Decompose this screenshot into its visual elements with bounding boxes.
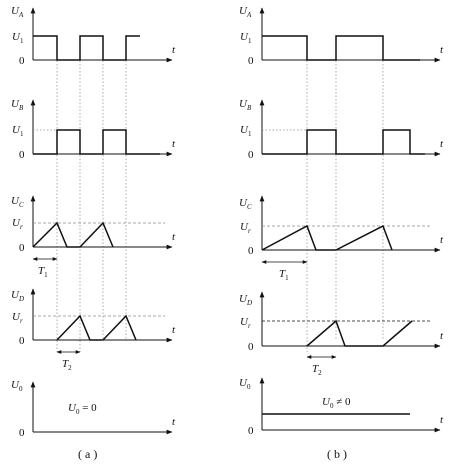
zero-label: 0 xyxy=(19,149,25,161)
zero-label: 0 xyxy=(19,427,25,439)
y-label: UA xyxy=(239,5,252,19)
zero-label: 0 xyxy=(19,242,25,254)
panel-b-UD: UD Ur 0 t T2 xyxy=(239,291,444,377)
panel-b-U0: U0 0 t U0 ≠ 0 xyxy=(239,377,444,437)
caption-b: ( b ) xyxy=(327,447,347,461)
period-label: T2 xyxy=(312,363,322,377)
y-label: U0 xyxy=(11,379,23,393)
level-label: U1 xyxy=(12,31,24,45)
caption-a: ( a ) xyxy=(78,447,97,461)
y-label: UB xyxy=(11,98,24,112)
level-label: U1 xyxy=(240,31,252,45)
output-note: U0 ≠ 0 xyxy=(322,396,351,410)
y-label: UC xyxy=(11,195,24,209)
sawtooth-waveform xyxy=(56,314,137,341)
zero-label: 0 xyxy=(248,425,254,437)
level-label: Ur xyxy=(240,221,251,235)
t-label: t xyxy=(172,416,176,428)
guides-a xyxy=(56,36,127,352)
pulse-waveform xyxy=(33,129,160,155)
t-label: t xyxy=(440,44,444,56)
output-note: U0 = 0 xyxy=(68,402,97,416)
t-label: t xyxy=(172,324,176,336)
level-label: Ur xyxy=(12,311,23,325)
zero-label: 0 xyxy=(19,335,25,347)
level-label: U1 xyxy=(240,124,252,138)
zero-label: 0 xyxy=(248,55,254,67)
y-label: UB xyxy=(239,98,252,112)
t-label: t xyxy=(172,44,176,56)
t-label: t xyxy=(440,330,444,342)
sawtooth-waveform xyxy=(32,221,114,248)
y-label: UC xyxy=(239,197,252,211)
pulse-waveform xyxy=(262,129,425,155)
sawtooth-waveform xyxy=(306,319,413,347)
y-label: U0 xyxy=(239,377,251,391)
t-label: t xyxy=(440,234,444,246)
pulse-waveform xyxy=(262,35,420,61)
pulse-waveform xyxy=(33,35,140,61)
level-label: Ur xyxy=(240,316,251,330)
y-label: UA xyxy=(11,5,24,19)
column-b: UA U1 0 t UB U1 0 t UC Ur 0 t T1 xyxy=(239,5,444,461)
zero-label: 0 xyxy=(248,245,254,257)
period-label: T1 xyxy=(279,268,289,282)
t-label: t xyxy=(172,138,176,150)
panel-b-UA: UA U1 0 t xyxy=(239,5,444,67)
t-label: t xyxy=(172,231,176,243)
panel-a-UD: UD Ur 0 t T2 xyxy=(11,288,176,372)
t-label: t xyxy=(440,138,444,150)
zero-label: 0 xyxy=(248,149,254,161)
panel-a-UB: UB U1 0 t xyxy=(11,98,176,161)
y-label: UD xyxy=(239,293,252,307)
panel-a-UA: UA U1 0 t xyxy=(11,5,176,67)
sawtooth-waveform xyxy=(261,224,393,251)
guides-b xyxy=(306,36,384,352)
panel-b-UC: UC Ur 0 t T1 xyxy=(239,195,444,282)
panel-a-U0: U0 0 t U0 = 0 xyxy=(11,379,176,439)
panel-b-UB: UB U1 0 t xyxy=(239,98,444,161)
zero-label: 0 xyxy=(248,341,254,353)
period-label: T2 xyxy=(62,358,72,372)
level-label: Ur xyxy=(12,217,23,231)
y-label: UD xyxy=(11,289,24,303)
zero-label: 0 xyxy=(19,55,25,67)
column-a: UA U1 0 t UB U1 0 t UC Ur 0 t T1 xyxy=(11,5,176,461)
panel-a-UC: UC Ur 0 t T1 xyxy=(11,195,176,279)
period-label: T1 xyxy=(38,265,48,279)
t-label: t xyxy=(440,414,444,426)
level-label: U1 xyxy=(12,124,24,138)
